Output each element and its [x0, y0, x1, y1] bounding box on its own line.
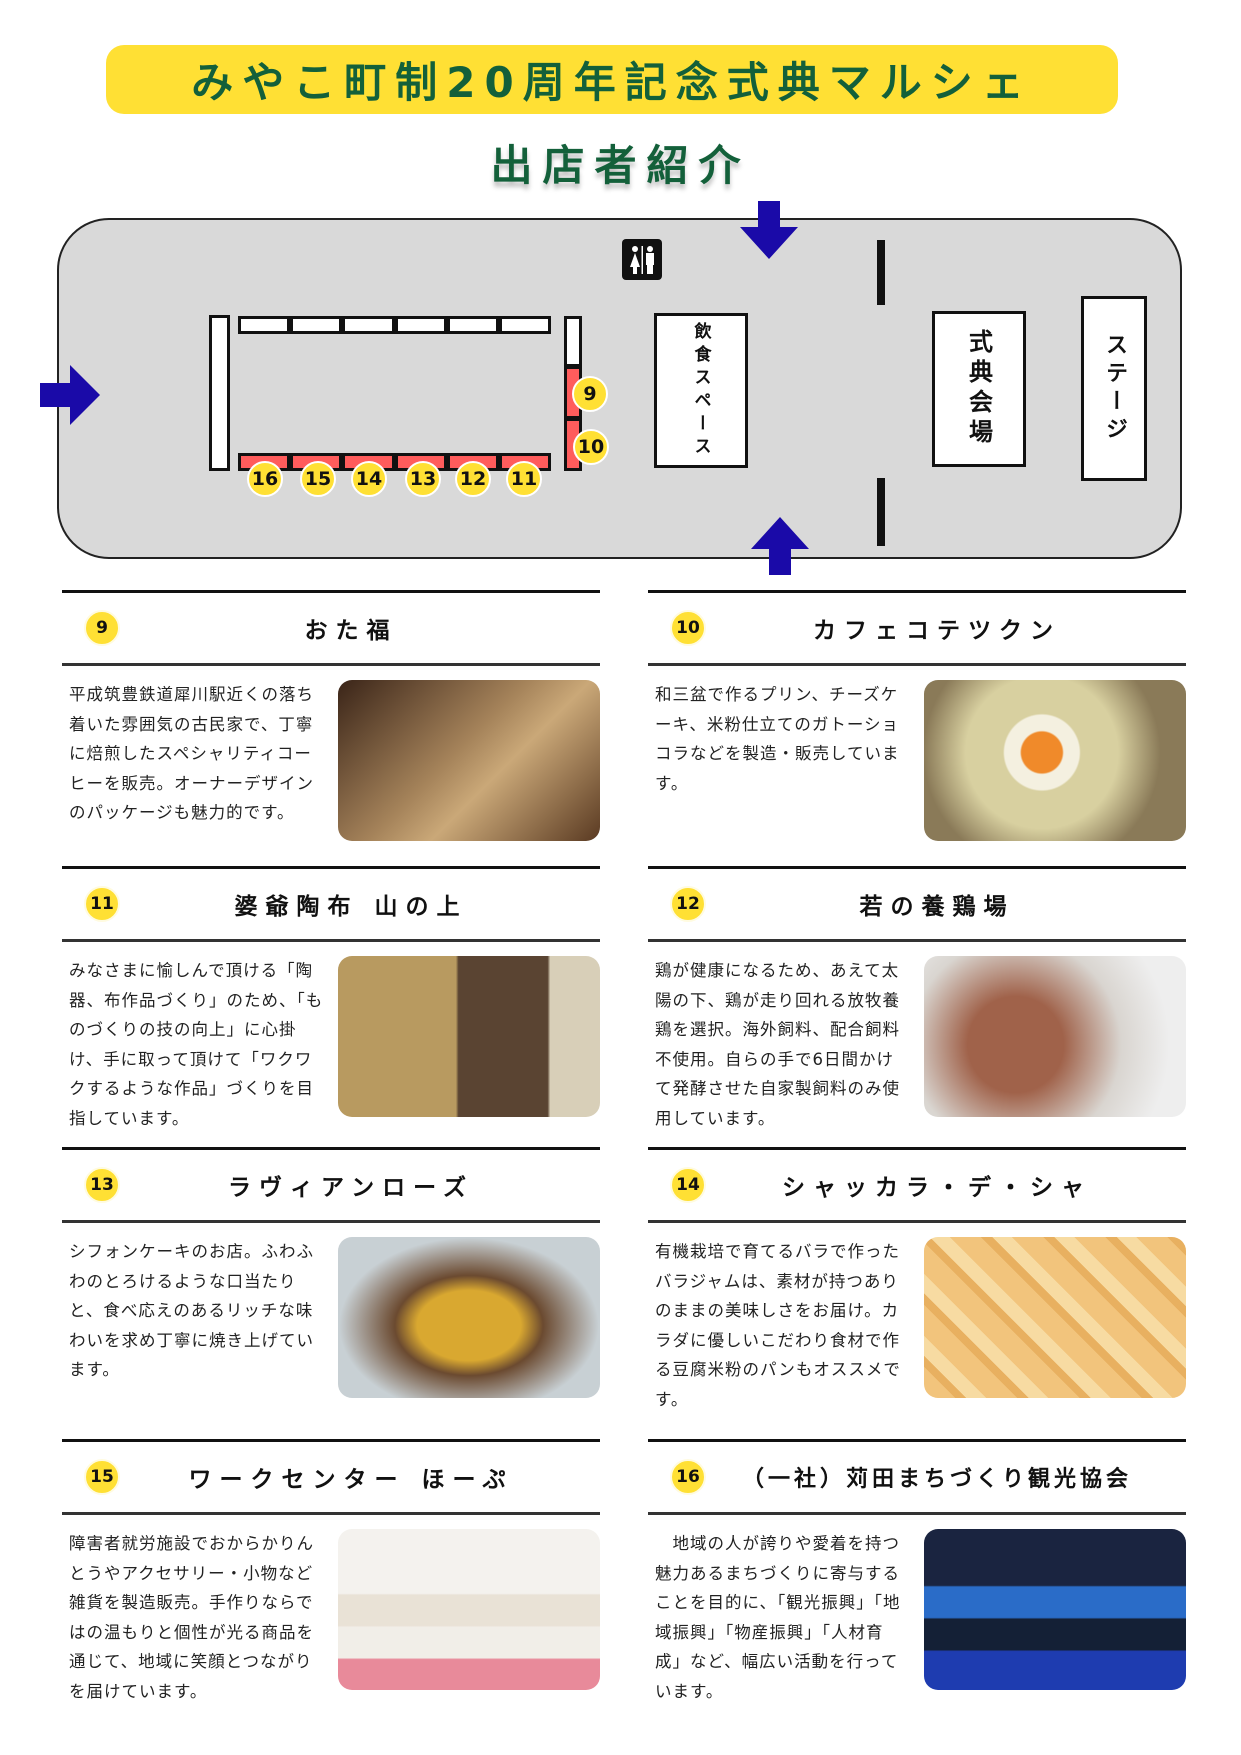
eating-space-area: 飲食スペース — [654, 313, 748, 468]
booth — [238, 316, 291, 334]
ceremony-hall-area: 式典会場 — [932, 311, 1026, 467]
booth-number-badge: 13 — [84, 1167, 120, 1203]
vendor-photo — [924, 680, 1186, 841]
booth-top-row — [238, 316, 552, 334]
vendor-card-15: 15 ワークセンター ほーぷ障害者就労施設でおからかりんとうやアクセサリー・小物な… — [62, 1439, 600, 1706]
booth-badge-13: 13 — [405, 461, 441, 497]
stage-area: ステージ — [1081, 296, 1147, 481]
partition — [877, 478, 885, 546]
booth — [446, 316, 499, 334]
vendor-description: みなさまに愉しんで頂ける「陶器、布作品づくり」のため、「ものづくりの技の向上」に… — [69, 961, 324, 1128]
booth — [290, 316, 343, 334]
booth-number-badge: 14 — [670, 1167, 706, 1203]
booth — [394, 316, 447, 334]
entrance-arrow-bottom-icon — [751, 517, 809, 575]
vendor-name: 若の養鶏場 — [859, 894, 1015, 920]
vendor-name: おた福 — [304, 618, 398, 644]
vendor-name: 婆爺陶布 山の上 — [234, 894, 468, 920]
vendor-card-11: 11 婆爺陶布 山の上みなさまに愉しんで頂ける「陶器、布作品づくり」のため、「もの… — [62, 866, 600, 1133]
booth-left-table — [209, 315, 230, 471]
vendor-card-10: 10 カフェコテツクン和三盆で作るプリン、チーズケーキ、米粉仕立てのガトーショコラ… — [648, 590, 1186, 841]
partition — [877, 240, 885, 305]
vendor-photo — [338, 1529, 600, 1690]
vendor-description: 鶏が健康になるため、あえて太陽の下、鶏が走り回れる放牧養鶏を選択。海外飼料、配合… — [655, 961, 900, 1128]
vendor-description: 地域の人が誇りや愛着を持つ魅力あるまちづくりに寄与することを目的に、「観光振興」… — [655, 1534, 901, 1701]
booth-badge-14: 14 — [351, 461, 387, 497]
vendor-description: シフォンケーキのお店。ふわふわのとろけるような口当たりと、食べ応えのあるリッチな… — [69, 1242, 314, 1379]
vendor-photo — [338, 956, 600, 1117]
vendor-card-14: 14 シャッカラ・デ・シャ有機栽培で育てるバラで作ったバラジャムは、素材が持つあり… — [648, 1147, 1186, 1414]
vendor-photo — [924, 956, 1186, 1117]
booth-badge-9: 9 — [572, 376, 608, 412]
vendor-photo — [924, 1237, 1186, 1398]
vendor-name: ラヴィアンローズ — [228, 1175, 474, 1201]
vendor-description: 平成筑豊鉄道犀川駅近くの落ち着いた雰囲気の古民家で、丁寧に焙煎したスペシャリティ… — [69, 685, 314, 822]
booth — [498, 316, 552, 334]
ceremony-hall-label: 式典会場 — [964, 329, 993, 449]
stage-label: ステージ — [1102, 332, 1127, 445]
booth-badge-15: 15 — [300, 461, 336, 497]
booth-number-badge: 9 — [84, 610, 120, 646]
booth-bottom-row — [238, 453, 552, 471]
restroom-icon — [622, 239, 662, 280]
entrance-arrow-top-icon — [740, 201, 798, 259]
eating-space-label: 飲食スペース — [690, 321, 711, 460]
vendor-photo — [924, 1529, 1186, 1690]
booth-badge-12: 12 — [455, 461, 491, 497]
vendor-name: ワークセンター ほーぷ — [188, 1467, 514, 1493]
vendor-photo — [338, 680, 600, 841]
booth-number-badge: 16 — [670, 1459, 706, 1495]
booth-badge-11: 11 — [506, 461, 542, 497]
page-subtitle: 出店者紹介 — [490, 141, 751, 190]
vendor-card-12: 12 若の養鶏場鶏が健康になるため、あえて太陽の下、鶏が走り回れる放牧養鶏を選択。… — [648, 866, 1186, 1133]
vendor-photo — [338, 1237, 600, 1398]
title-banner: みやこ町制20周年記念式典マルシェ — [106, 45, 1118, 114]
booth-badge-10: 10 — [573, 429, 609, 465]
vendor-name: カフェコテツクン — [813, 618, 1061, 644]
vendor-description: 障害者就労施設でおからかりんとうやアクセサリー・小物など雑貨を製造販売。手作りな… — [69, 1534, 314, 1701]
booth-number-badge: 12 — [670, 886, 706, 922]
entrance-arrow-left-icon — [40, 365, 100, 425]
vendor-description: 和三盆で作るプリン、チーズケーキ、米粉仕立てのガトーショコラなどを製造・販売して… — [655, 685, 900, 793]
vendor-name: （一社）苅田まちづくり観光協会 — [741, 1467, 1132, 1492]
booth-number-badge: 10 — [670, 610, 706, 646]
booth-badge-16: 16 — [247, 461, 283, 497]
booth — [564, 316, 582, 367]
vendor-name: シャッカラ・デ・シャ — [782, 1175, 1092, 1201]
booth-number-badge: 11 — [84, 886, 120, 922]
booth-number-badge: 15 — [84, 1459, 120, 1495]
page-title: みやこ町制20周年記念式典マルシェ — [191, 58, 1033, 107]
vendor-description: 有機栽培で育てるバラで作ったバラジャムは、素材が持つありのままの美味しさをお届け… — [655, 1242, 901, 1409]
vendor-card-16: 16 （一社）苅田まちづくり観光協会 地域の人が誇りや愛着を持つ魅力あるまちづくり… — [648, 1439, 1186, 1706]
booth — [342, 316, 395, 334]
vendor-card-13: 13 ラヴィアンローズシフォンケーキのお店。ふわふわのとろけるような口当たりと、食… — [62, 1147, 600, 1398]
vendor-card-9: 9 おた福平成筑豊鉄道犀川駅近くの落ち着いた雰囲気の古民家で、丁寧に焙煎したスペシ… — [62, 590, 600, 841]
